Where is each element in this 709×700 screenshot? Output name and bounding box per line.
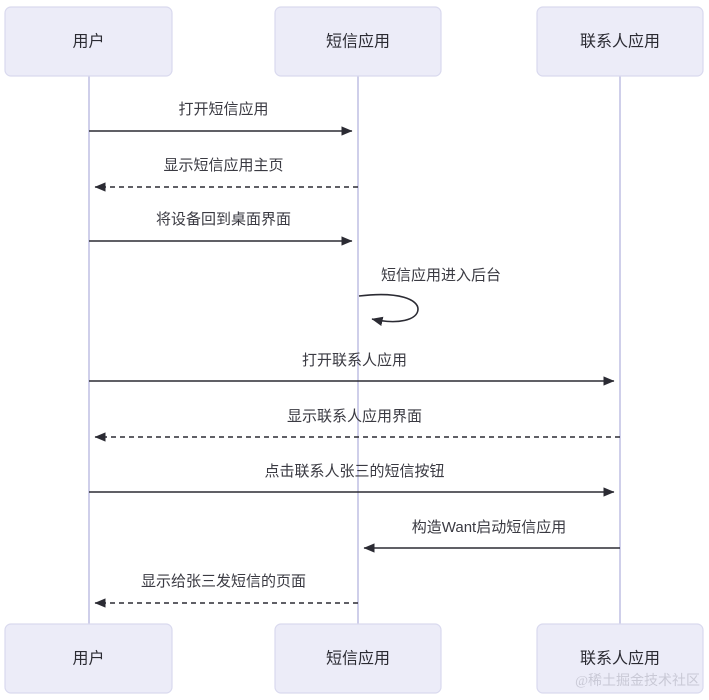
actor-footer-contacts-box[interactable] [536,623,704,694]
message-5-open-contacts-app[interactable]: 打开联系人应用 [89,351,615,386]
message-4-sms-app-to-background[interactable]: 短信应用进入后台 [358,266,501,326]
actor-footer-user[interactable]: 用户 [4,623,173,694]
actor-footer-sms-label: 短信应用 [326,649,390,668]
actor-header-contacts-label: 联系人应用 [580,32,660,51]
actor-header-user-label: 用户 [72,33,104,51]
actor-footer-user-label: 用户 [72,650,104,668]
message-4-self-loop-arrow[interactable] [358,293,419,326]
watermark-label: @稀土掘金技术社区 [575,673,700,689]
message-5-label: 打开联系人应用 [302,351,407,369]
messages-group: 打开短信应用 显示短信应用主页 将设备回到桌面界面 短信应用进入后台 打开联系人… [89,100,620,608]
actor-footer-contacts-label: 联系人应用 [580,649,660,668]
actor-header-sms-box[interactable] [274,6,442,77]
actor-header-user-box[interactable] [4,6,173,77]
actor-header-group: 用户 短信应用 联系人应用 [4,6,704,77]
message-6-label: 显示联系人应用界面 [287,407,422,425]
actor-header-sms[interactable]: 短信应用 [274,6,442,77]
lifelines-group [88,76,621,624]
actor-footer-sms[interactable]: 短信应用 [274,623,442,694]
message-4-label: 短信应用进入后台 [381,266,501,284]
message-6-show-contacts-ui[interactable]: 显示联系人应用界面 [94,407,620,442]
actor-footer-sms-box[interactable] [274,623,442,694]
message-3-label: 将设备回到桌面界面 [156,211,291,228]
message-1-open-sms-app[interactable]: 打开短信应用 [89,100,353,136]
actor-footer-contacts[interactable]: 联系人应用 [536,623,704,694]
message-7-tap-sms-button[interactable]: 点击联系人张三的短信按钮 [89,463,615,497]
actor-header-sms-label: 短信应用 [326,32,390,51]
actor-header-user[interactable]: 用户 [4,6,173,77]
message-8-label: 构造Want启动短信应用 [412,518,566,536]
actor-footer-user-box[interactable] [4,623,173,694]
message-1-label: 打开短信应用 [178,100,268,118]
message-2-show-sms-home[interactable]: 显示短信应用主页 [94,156,358,192]
actor-header-contacts-box[interactable] [536,6,704,77]
actor-footer-group: 用户 短信应用 联系人应用 [4,623,704,694]
message-3-return-to-desktop[interactable]: 将设备回到桌面界面 [89,211,353,246]
message-7-label: 点击联系人张三的短信按钮 [264,463,444,480]
actor-header-contacts[interactable]: 联系人应用 [536,6,704,77]
message-2-label: 显示短信应用主页 [163,156,283,174]
message-8-build-want-start-sms[interactable]: 构造Want启动短信应用 [363,518,620,553]
message-9-label: 显示给张三发短信的页面 [141,573,306,590]
message-9-show-compose-page[interactable]: 显示给张三发短信的页面 [94,573,358,608]
